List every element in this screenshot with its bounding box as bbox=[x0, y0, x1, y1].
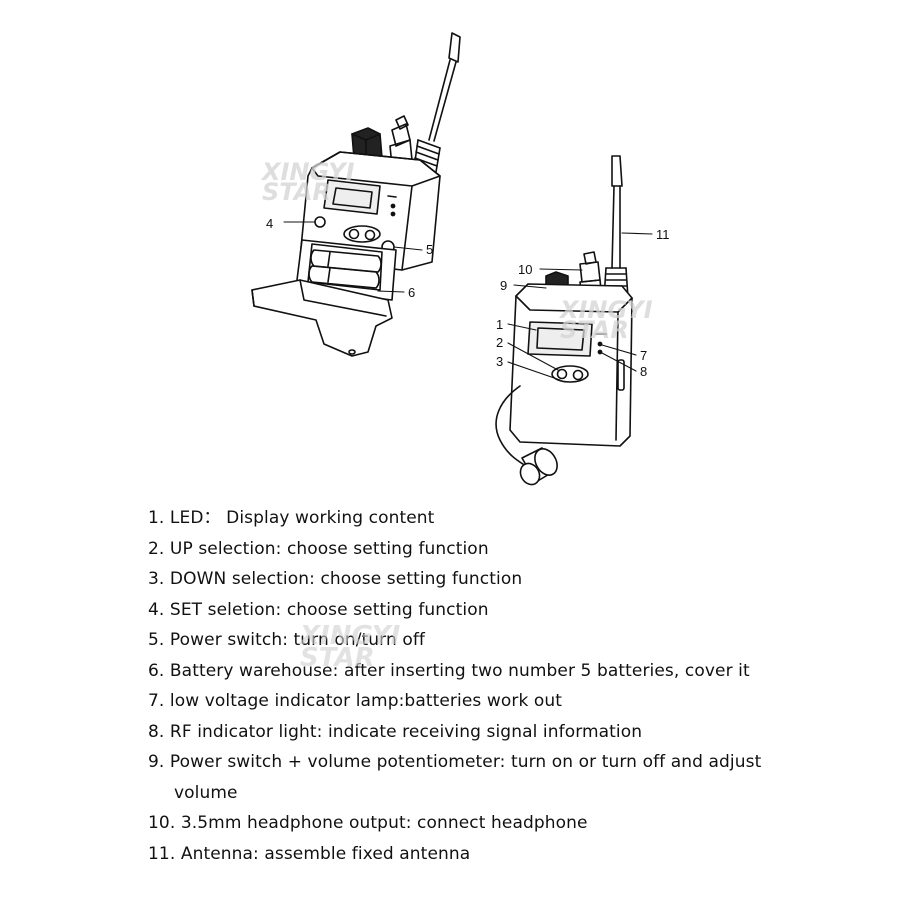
legend-item-11: 11. Antenna: assemble fixed antenna bbox=[148, 843, 471, 864]
up-down-buttons-left bbox=[343, 225, 381, 243]
watermark-top: XINGYI STAR bbox=[260, 158, 355, 206]
leader-lines bbox=[283, 221, 653, 381]
receiver-closed bbox=[495, 155, 633, 486]
earphone bbox=[495, 385, 558, 486]
svg-text:STAR: STAR bbox=[262, 178, 331, 206]
legend-item-9: 9. Power switch + volume potentiometer: … bbox=[148, 752, 762, 772]
callout-8: 8 bbox=[640, 364, 647, 379]
svg-text:XINGYI: XINGYI bbox=[260, 158, 355, 186]
battery-door bbox=[251, 279, 393, 357]
legend-continuation: volume bbox=[174, 782, 238, 803]
legend-item-6: 6. Battery warehouse: after inserting tw… bbox=[148, 660, 750, 681]
legend-item-5: 5. Power switch: turn on/turn off bbox=[148, 630, 426, 650]
svg-text:XINGYI: XINGYI bbox=[558, 296, 653, 324]
display-screen-right bbox=[527, 321, 593, 357]
antenna-right bbox=[603, 155, 629, 299]
device-diagram: 4 5 6 1 2 3 7 8 9 10 11 XINGYI STAR XING… bbox=[251, 32, 670, 486]
svg-text:STAR: STAR bbox=[560, 316, 629, 344]
legend-item-1: 1. LED： Display working content bbox=[148, 508, 435, 528]
callout-labels: 4 5 6 1 2 3 7 8 9 10 11 bbox=[266, 216, 670, 379]
callout-5: 5 bbox=[426, 242, 433, 257]
callout-3: 3 bbox=[496, 354, 503, 369]
legend-item-3: 3. DOWN selection: choose setting functi… bbox=[148, 569, 523, 589]
legend-item-10: 10. 3.5mm headphone output: connect head… bbox=[148, 813, 588, 833]
callout-10: 10 bbox=[518, 262, 532, 277]
legend-item-2: 2. UP selection: choose setting function bbox=[148, 538, 489, 559]
receiver-open-battery-door bbox=[251, 32, 461, 357]
callout-6: 6 bbox=[408, 285, 415, 300]
callout-4: 4 bbox=[266, 216, 273, 231]
antenna-left bbox=[413, 32, 461, 173]
callout-11: 11 bbox=[656, 227, 670, 242]
indicator-lights-right bbox=[595, 333, 607, 355]
feature-legend: 1. LED： Display working content 2. UP se… bbox=[148, 503, 868, 869]
callout-1: 1 bbox=[496, 317, 503, 332]
legend-item-8: 8. RF indicator light: indicate receivin… bbox=[148, 721, 643, 742]
up-down-buttons-right bbox=[551, 365, 589, 383]
watermark-right: XINGYI STAR bbox=[558, 296, 653, 344]
indicator-lights-left bbox=[387, 195, 397, 217]
legend-item-7: 7. low voltage indicator lamp:batteries … bbox=[148, 691, 563, 711]
callout-7: 7 bbox=[640, 348, 647, 363]
callout-9: 9 bbox=[500, 278, 507, 293]
callout-2: 2 bbox=[496, 335, 503, 350]
legend-item-4: 4. SET seletion: choose setting function bbox=[148, 599, 489, 620]
legend-item-9-continued: volume bbox=[148, 778, 868, 809]
